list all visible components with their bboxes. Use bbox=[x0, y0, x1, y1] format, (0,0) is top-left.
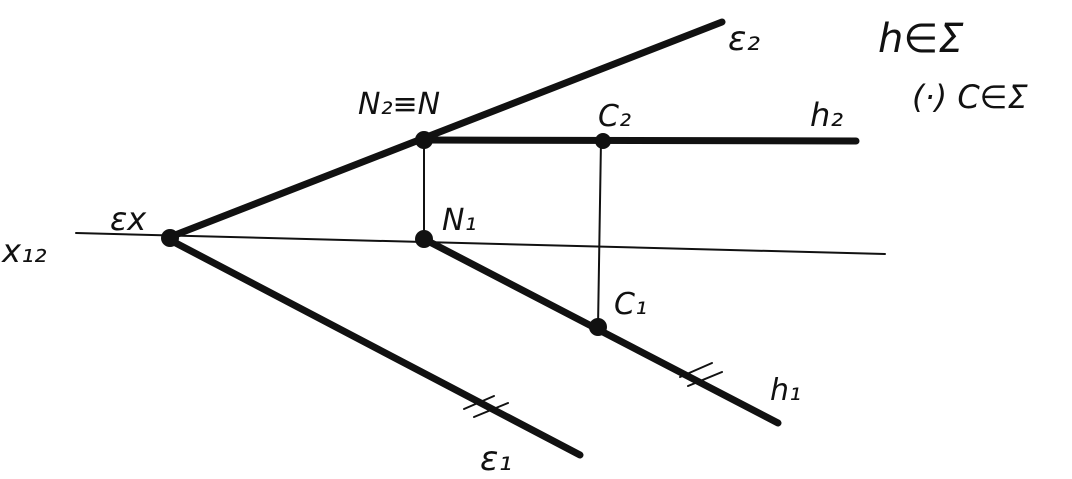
label-h1: h₁ bbox=[770, 373, 801, 408]
connector-c bbox=[597, 139, 602, 328]
point-epsilon-x bbox=[161, 229, 179, 247]
point-n2 bbox=[415, 131, 433, 149]
label-n2-eq-n: N₂≡N bbox=[358, 87, 440, 122]
line-h2 bbox=[420, 136, 860, 145]
point-c1 bbox=[589, 318, 607, 336]
label-c1: C₁ bbox=[614, 287, 647, 322]
label-x12: x₁₂ bbox=[1, 232, 47, 270]
point-c2 bbox=[595, 133, 611, 149]
statement-c-in-sigma: (·) C∈Σ bbox=[912, 78, 1029, 116]
trace-epsilon1 bbox=[166, 236, 584, 459]
parallel-mark-epsilon1 bbox=[463, 395, 509, 418]
label-epsilon-x: εx bbox=[110, 200, 147, 238]
label-c2: C₂ bbox=[598, 99, 631, 134]
statement-h-in-sigma: h∈Σ bbox=[878, 16, 964, 62]
point-n1 bbox=[415, 230, 433, 248]
label-n1: N₁ bbox=[442, 203, 476, 238]
label-h2: h₂ bbox=[810, 96, 843, 134]
trace-epsilon2 bbox=[166, 18, 726, 241]
axis-x12 bbox=[75, 232, 886, 255]
label-epsilon2: ε₂ bbox=[728, 19, 760, 59]
label-epsilon1: ε₁ bbox=[480, 439, 512, 479]
parallel-mark-h1 bbox=[679, 362, 723, 387]
